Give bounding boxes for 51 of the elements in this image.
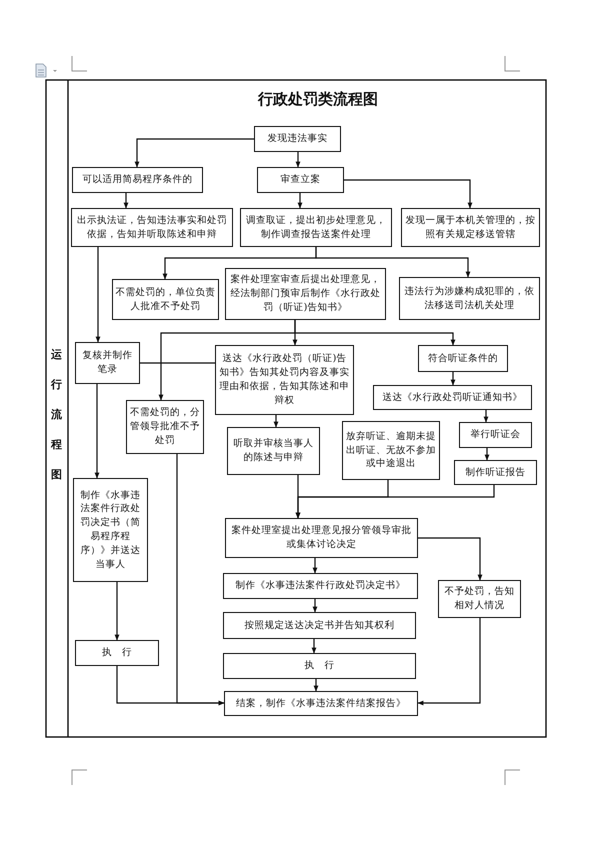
process-box: 送达《水行政处罚（听证)告知书》告知其处罚内容及事实理由和依据，告知其陈述和申辩权 — [215, 345, 354, 415]
process-box: 发现违法事实 — [254, 126, 341, 152]
process-box: 符合听证条件的 — [418, 345, 508, 372]
arrow — [294, 320, 456, 346]
arrow — [312, 639, 316, 654]
process-box: 执 行 — [75, 640, 159, 666]
process-box: 不需处罚的，分管领导批准不予处罚 — [126, 400, 204, 454]
process-box: 送达《水行政处罚听证通知书》 — [373, 385, 532, 410]
process-box: 不需处罚的，单位负责人批准不予处罚 — [112, 279, 219, 320]
arrow — [484, 448, 490, 461]
arrow — [96, 247, 100, 343]
arrow — [314, 679, 318, 692]
arrow — [315, 247, 470, 278]
arrow — [344, 179, 472, 209]
process-box: 按照规定送达决定书并告知其权利 — [223, 612, 416, 639]
process-box: 执 行 — [223, 653, 416, 679]
arrow — [274, 415, 278, 428]
connector-line — [140, 362, 215, 364]
arrow — [418, 537, 482, 581]
process-box: 不予处罚，告知相对人情况 — [438, 580, 521, 618]
arrow — [114, 582, 120, 641]
process-box: 制作《水事违法案件行政处罚决定书》 — [223, 573, 418, 599]
arrow — [94, 384, 100, 479]
arrow — [312, 558, 318, 574]
arrow — [296, 152, 300, 168]
arrow — [134, 138, 254, 168]
process-box: 审查立案 — [257, 167, 344, 193]
process-box: 调查取证，提出初步处理意见，制作调查报告送案件处理 — [240, 208, 392, 247]
process-box: 发现一属于本机关管理的，按照有关规定移送管辖 — [401, 208, 540, 247]
arrow — [124, 193, 128, 209]
process-box: 制作《水事违法案件行政处罚决定书（简易程序程序）》并送达当事人 — [73, 478, 148, 582]
title: 行政处罚类流程图 — [256, 90, 379, 109]
arrow — [296, 485, 495, 519]
process-box: 案件处理室审查后提出处理意见，经法制部门预审后制作《水行政处罚（听证)告知书》 — [225, 268, 386, 320]
process-box: 制作听证报告 — [454, 460, 537, 485]
arrow — [312, 599, 318, 613]
process-box: 出示执法证，告知违法事实和处罚依据，告知并听取陈述和申辩 — [71, 208, 233, 247]
process-box: 听取并审核当事人的陈述与申辩 — [227, 427, 320, 475]
process-box: 结案，制作《水事违法案件结案报告》 — [224, 691, 418, 716]
process-box: 案件处理室提出处理意见报分管领导审批或集体讨论决定 — [225, 518, 418, 558]
arrow — [450, 372, 456, 386]
process-box: 举行听证会 — [459, 422, 532, 448]
arrow — [176, 454, 225, 706]
arrow — [417, 618, 481, 706]
arrow — [298, 193, 302, 209]
process-box: 放弃听证、逾期未提出听证、无故不参加或中途退出 — [342, 421, 440, 480]
arrow — [484, 410, 488, 423]
process-box: 违法行为涉嫌构成犯罪的，依法移送司法机关处理 — [399, 277, 540, 320]
process-box: 复核并制作笔录 — [75, 342, 140, 384]
process-box: 可以适用简易程序条件的 — [72, 167, 203, 193]
column-heading: 运行流程图 — [51, 347, 63, 483]
